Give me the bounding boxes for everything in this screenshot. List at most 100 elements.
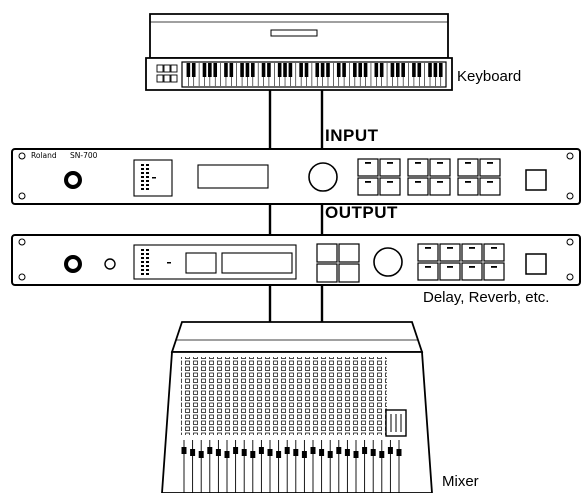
button-led <box>387 181 393 183</box>
meter-segment <box>141 188 144 190</box>
mixer-label: Mixer <box>442 473 479 490</box>
fader-cap <box>182 447 187 454</box>
vocoder-bypass-button <box>526 170 546 190</box>
black-key <box>305 63 309 77</box>
meter-segment <box>146 249 149 251</box>
meter-segment <box>141 257 144 259</box>
fader-cap <box>336 447 341 454</box>
fader-cap <box>311 447 316 454</box>
meter-segment <box>146 180 149 182</box>
black-key <box>246 63 250 77</box>
button-led <box>469 266 475 268</box>
black-key <box>213 63 217 77</box>
panel-button <box>408 159 428 176</box>
button-led <box>465 162 471 164</box>
fader-cap <box>354 451 359 458</box>
vocoder-power-knob <box>66 173 80 187</box>
panel-button <box>462 244 482 261</box>
black-key <box>240 63 244 77</box>
black-key <box>283 63 287 77</box>
effects-bypass-button <box>526 254 546 274</box>
black-key <box>326 63 330 77</box>
meter-segment <box>141 164 144 166</box>
black-key <box>230 63 234 77</box>
panel-button <box>480 178 500 195</box>
meter-segment <box>146 184 149 186</box>
button-led <box>387 162 393 164</box>
fader-cap <box>276 451 281 458</box>
fader-cap <box>242 449 247 456</box>
panel-button <box>484 263 504 280</box>
meter-segment <box>141 269 144 271</box>
black-key <box>203 63 207 77</box>
panel-button <box>462 263 482 280</box>
meter-segment <box>141 253 144 255</box>
fader-cap <box>371 449 376 456</box>
vocoder-model: SN-700 <box>70 151 97 160</box>
output-label: OUTPUT <box>325 203 398 223</box>
keyboard-keybed <box>182 62 446 87</box>
fader-cap <box>285 447 290 454</box>
fader-cap <box>233 447 238 454</box>
black-key <box>380 63 384 77</box>
mixer-channel-strips <box>181 357 387 435</box>
meter-segment <box>146 253 149 255</box>
meter-segment <box>141 249 144 251</box>
panel-button <box>458 159 478 176</box>
meter-segment <box>146 273 149 275</box>
button-led <box>491 266 497 268</box>
button-led <box>469 247 475 249</box>
panel-button <box>380 178 400 195</box>
black-key <box>358 63 362 77</box>
black-key <box>262 63 266 77</box>
vocoder-main-dial <box>309 163 337 191</box>
meter-segment <box>141 184 144 186</box>
panel-button <box>430 178 450 195</box>
black-key <box>278 63 282 77</box>
black-key <box>299 63 303 77</box>
button-led <box>491 247 497 249</box>
black-key <box>412 63 416 77</box>
meter-segment <box>146 261 149 263</box>
button-led <box>365 162 371 164</box>
fader-cap <box>207 447 212 454</box>
black-key <box>342 63 346 77</box>
button-led <box>465 181 471 183</box>
button-led <box>447 247 453 249</box>
black-key <box>375 63 379 77</box>
button-led <box>437 181 443 183</box>
meter-segment <box>141 261 144 263</box>
effects-input-knob <box>66 257 80 271</box>
fader-cap <box>379 451 384 458</box>
button-led <box>365 181 371 183</box>
effects-label: Delay, Reverb, etc. <box>423 289 549 306</box>
meter-segment <box>141 265 144 267</box>
black-key <box>417 63 421 77</box>
panel-button <box>408 178 428 195</box>
panel-button <box>440 263 460 280</box>
black-key <box>391 63 395 77</box>
black-key <box>364 63 368 77</box>
fader-cap <box>397 449 402 456</box>
black-key <box>439 63 443 77</box>
meter-segment <box>146 176 149 178</box>
black-key <box>434 63 438 77</box>
button-led <box>415 162 421 164</box>
meter-segment <box>146 265 149 267</box>
black-key <box>187 63 191 77</box>
meter-dash <box>152 177 156 179</box>
button-led <box>437 162 443 164</box>
button-led <box>415 181 421 183</box>
panel-button <box>480 159 500 176</box>
panel-button <box>484 244 504 261</box>
effects-main-dial <box>374 248 402 276</box>
meter-segment <box>146 188 149 190</box>
button-led <box>425 266 431 268</box>
keyboard-label: Keyboard <box>457 68 521 85</box>
meter-segment <box>141 176 144 178</box>
panel-button <box>358 178 378 195</box>
meter-segment <box>146 168 149 170</box>
black-key <box>289 63 293 77</box>
panel-button <box>430 159 450 176</box>
